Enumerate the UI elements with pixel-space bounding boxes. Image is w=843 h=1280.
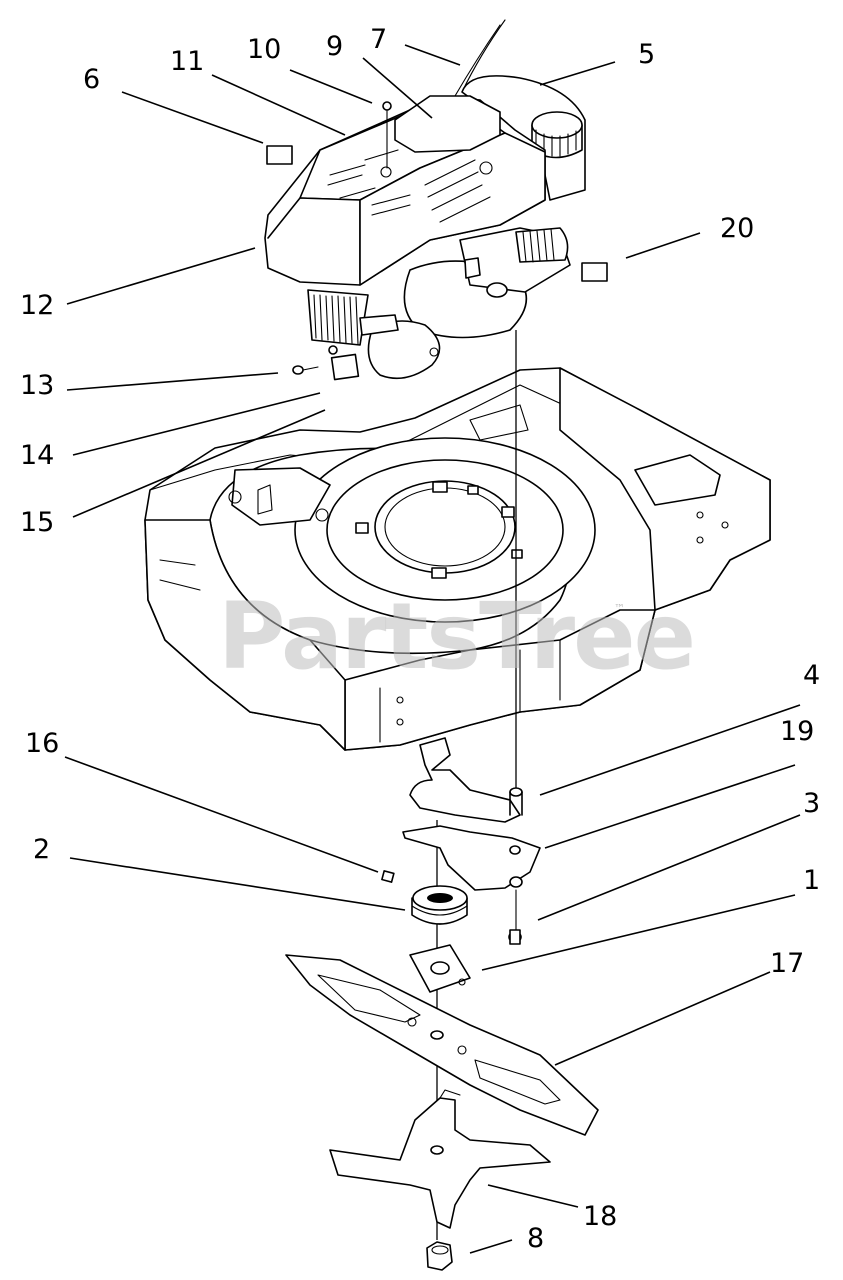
callout-19[interactable]: 19 <box>780 716 814 747</box>
callout-1[interactable]: 1 <box>803 865 820 896</box>
callout-18[interactable]: 18 <box>583 1201 617 1232</box>
baffle-19[interactable] <box>402 825 541 891</box>
callout-13[interactable]: 13 <box>20 370 54 401</box>
mower-deck[interactable] <box>144 367 771 751</box>
callout-8[interactable]: 8 <box>527 1223 544 1254</box>
adapter-2[interactable] <box>411 885 468 925</box>
callout-5[interactable]: 5 <box>638 39 655 70</box>
decal-20[interactable] <box>581 262 608 282</box>
callout-12[interactable]: 12 <box>20 290 54 321</box>
decal-14[interactable] <box>330 353 360 381</box>
callout-10[interactable]: 10 <box>247 34 281 65</box>
key-16[interactable] <box>381 870 395 883</box>
callouts: 7 5 9 10 11 6 20 12 13 14 15 4 19 3 1 17… <box>20 24 820 1254</box>
screw-10[interactable] <box>382 101 392 169</box>
callout-15[interactable]: 15 <box>20 507 54 538</box>
callout-4[interactable]: 4 <box>803 660 820 691</box>
callout-2[interactable]: 2 <box>33 834 50 865</box>
bolt-3[interactable] <box>508 889 522 945</box>
bolt-13[interactable] <box>292 365 319 375</box>
clip-15[interactable] <box>328 345 338 355</box>
cutter-18[interactable] <box>329 1089 551 1229</box>
callout-16[interactable]: 16 <box>25 728 59 759</box>
blade-17[interactable] <box>285 954 599 1136</box>
callout-20[interactable]: 20 <box>720 213 754 244</box>
decal-6[interactable] <box>266 145 293 165</box>
callout-7[interactable]: 7 <box>370 24 387 55</box>
callout-9[interactable]: 9 <box>326 31 343 62</box>
callout-11[interactable]: 11 <box>170 46 204 77</box>
engine-assembly[interactable] <box>264 19 586 380</box>
watermark-trademark: ™ <box>614 602 625 615</box>
callout-3[interactable]: 3 <box>803 788 820 819</box>
watermark: PartsTree <box>218 583 694 690</box>
callout-14[interactable]: 14 <box>20 440 54 471</box>
nut-8[interactable] <box>426 1241 453 1271</box>
leader-lines <box>64 44 801 1254</box>
callout-6[interactable]: 6 <box>83 64 100 95</box>
callout-17[interactable]: 17 <box>770 948 804 979</box>
plate-1[interactable] <box>409 944 471 993</box>
bracket-4[interactable] <box>409 737 523 823</box>
